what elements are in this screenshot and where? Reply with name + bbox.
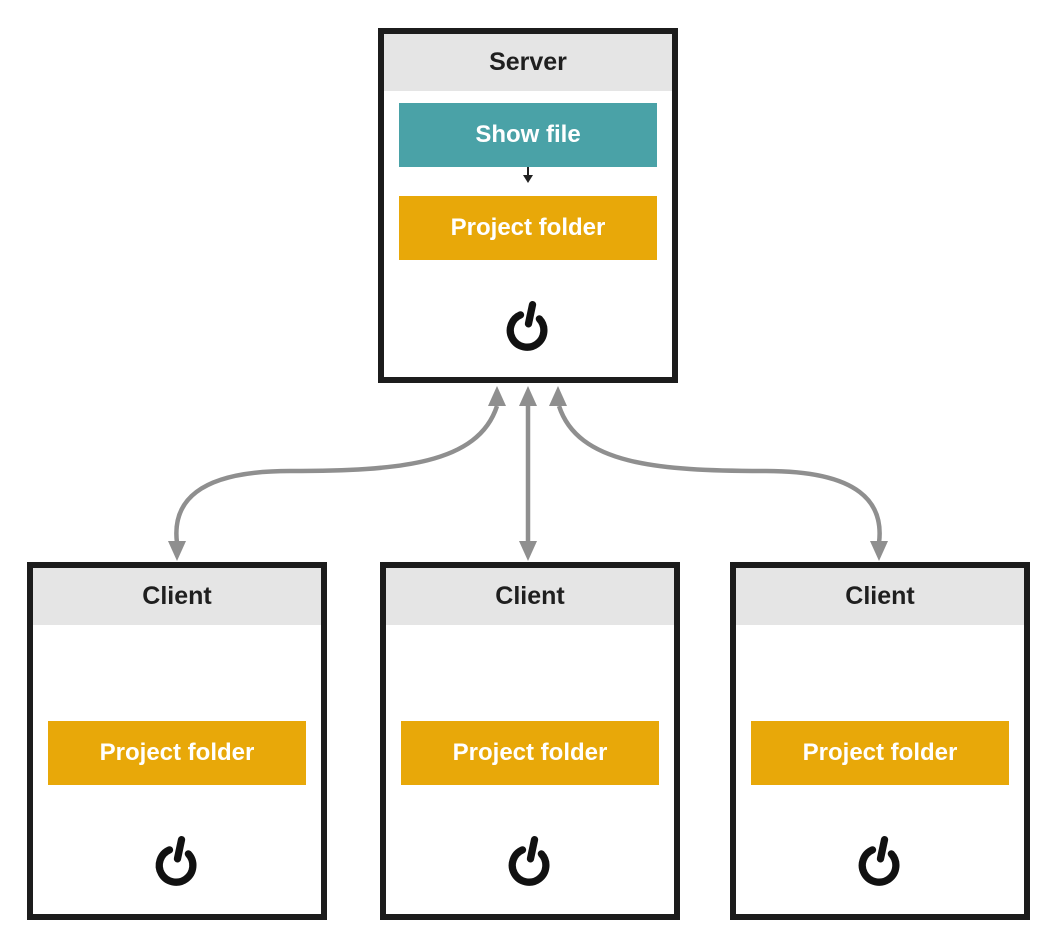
show-file-label: Show file (475, 121, 581, 148)
arrow-server-client-3 (556, 405, 882, 544)
server-project-folder-node: Project folder (399, 196, 657, 260)
power-icon (502, 833, 558, 889)
server-project-folder-label: Project folder (450, 214, 606, 241)
client-1-title: Client (142, 582, 212, 610)
arrowhead-down-client-1 (168, 541, 186, 561)
client-3-header: Client (736, 568, 1024, 625)
power-icon (149, 833, 205, 889)
server-title: Server (489, 48, 567, 76)
client-1-project-folder-node: Project folder (48, 721, 306, 785)
arrowhead-up-right (549, 386, 567, 406)
client-box-2: Client Project folder (380, 562, 680, 920)
server-header: Server (384, 34, 672, 91)
client-box-1: Client Project folder (27, 562, 327, 920)
arrowhead-down-client-2 (519, 541, 537, 561)
down-arrow-icon (523, 167, 533, 183)
arrowhead-down-client-3 (870, 541, 888, 561)
power-icon (500, 298, 556, 354)
show-file-to-folder-arrow (384, 167, 672, 184)
client-1-project-folder-label: Project folder (99, 739, 255, 766)
client-3-project-folder-node: Project folder (751, 721, 1009, 785)
arrow-server-client-1 (174, 405, 500, 544)
power-icon (852, 833, 908, 889)
client-2-project-folder-label: Project folder (452, 739, 608, 766)
client-3-title: Client (845, 582, 915, 610)
client-2-project-folder-node: Project folder (401, 721, 659, 785)
client-1-header: Client (33, 568, 321, 625)
arrowhead-up-middle (519, 386, 537, 406)
client-3-project-folder-label: Project folder (802, 739, 958, 766)
server-box: Server Show file Project folder (378, 28, 678, 383)
client-box-3: Client Project folder (730, 562, 1030, 920)
arrowhead-up-left (488, 386, 506, 406)
client-2-title: Client (495, 582, 565, 610)
client-2-header: Client (386, 568, 674, 625)
show-file-node: Show file (399, 103, 657, 167)
